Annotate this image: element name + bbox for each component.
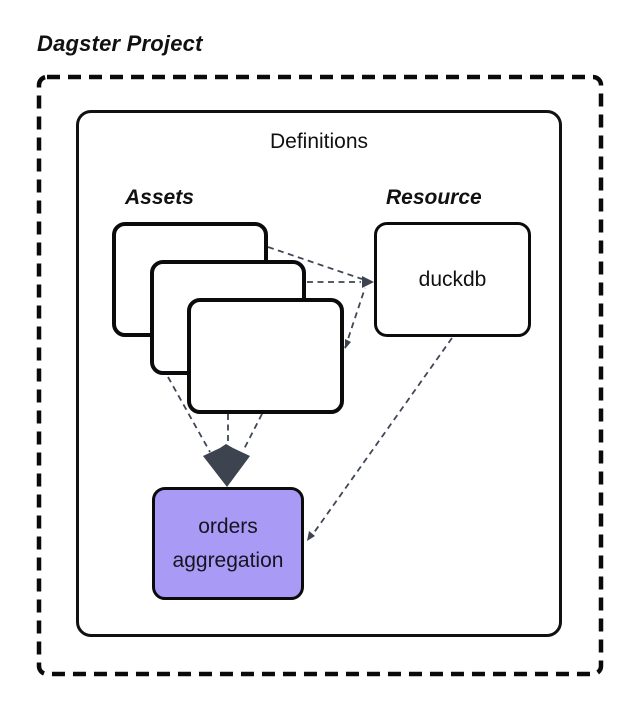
orders-aggregation-node: orders aggregation	[152, 487, 304, 600]
asset-card-front	[187, 298, 344, 414]
diagram-title: Dagster Project	[37, 31, 203, 56]
assets-group-label: Assets	[125, 186, 194, 209]
duckdb-resource-node: duckdb	[374, 222, 531, 337]
duckdb-node-label: duckdb	[418, 267, 487, 291]
resource-group-label: Resource	[386, 186, 482, 209]
definitions-label: Definitions	[269, 130, 369, 153]
orders-aggregation-label: orders aggregation	[172, 515, 284, 572]
